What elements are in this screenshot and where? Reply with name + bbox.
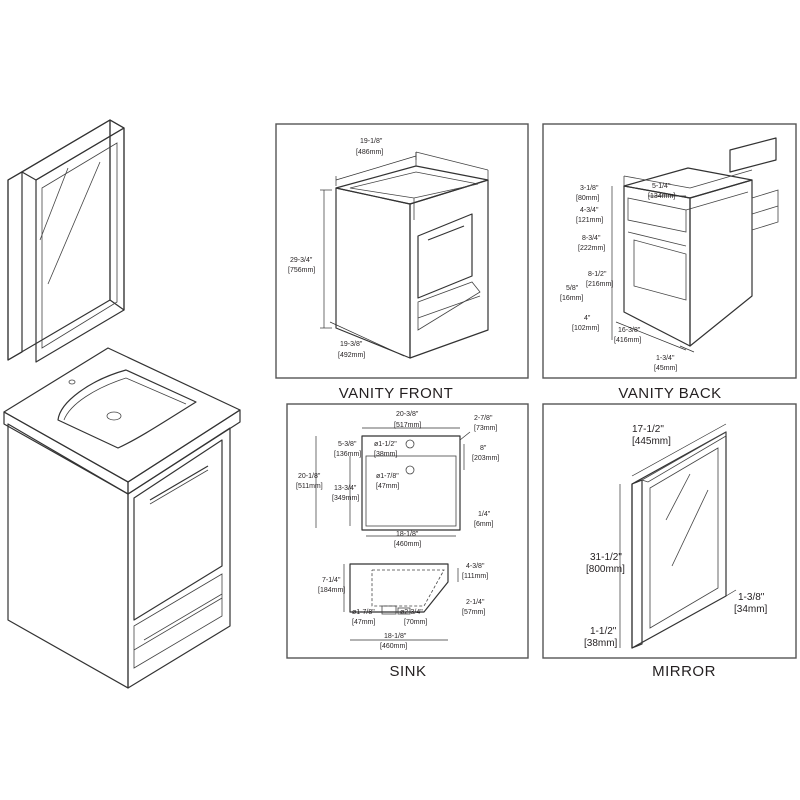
vb-g-in: 4" [584, 315, 591, 322]
iso-vanity [3, 347, 241, 689]
mirror-depth-in: 1-3/8" [738, 592, 765, 603]
sink-sec-basin-mm: [111mm] [462, 573, 488, 580]
sink-basin-w-mm: [460mm] [394, 541, 421, 548]
vb-d-mm: [222mm] [578, 245, 605, 252]
vb-f-in: 5/8" [566, 285, 579, 292]
sink-drain-off-in: 8" [480, 445, 487, 452]
vf-width-mm: [486mm] [356, 149, 383, 156]
sink-rim-in: 1/4" [478, 511, 491, 518]
sink-sec-width-mm: [460mm] [380, 643, 407, 650]
vb-i-mm: [45mm] [654, 365, 677, 372]
vb-b-mm: [121mm] [576, 217, 603, 224]
sink-width-mm: [517mm] [394, 422, 421, 429]
sink-sec-height-in: 7-1/4" [322, 577, 341, 584]
panel-vanity-back: 3-1/8" [80mm] 4-3/4" [121mm] 5-1/4" [134… [542, 123, 797, 379]
sink-sec-width-in: 18-1/8" [384, 633, 407, 640]
mirror-gap-in: 1-1/2" [590, 626, 617, 637]
caption-sink: SINK [389, 663, 426, 680]
vb-a-in: 3-1/8" [580, 185, 599, 192]
mirror-height-in: 31-1/2" [590, 552, 622, 563]
mirror-width-in: 17-1/2" [632, 424, 664, 435]
panel-sink: 20-3/8" [517mm] 2-7/8" [73mm] 5-3/8" [13… [286, 403, 529, 659]
sink-basin-depth-in: 13-3/4" [334, 485, 357, 492]
vb-d-in: 8-3/4" [582, 235, 601, 242]
vf-height-in: 29-3/4" [290, 257, 313, 264]
vb-f-mm: [16mm] [560, 295, 583, 302]
sink-sec-pipe-mm: [70mm] [404, 619, 427, 626]
sink-depth-in: 20-1/8" [298, 473, 321, 480]
caption-vanity-back: VANITY BACK [618, 385, 721, 402]
sink-basin-w-in: 18-1/8" [396, 531, 419, 538]
vb-i-in: 1-3/4" [656, 355, 675, 362]
sink-basin-depth-mm: [349mm] [332, 495, 359, 502]
vb-c-mm: [134mm] [648, 193, 675, 200]
vb-a-mm: [80mm] [576, 195, 599, 202]
vb-b-in: 4-3/4" [580, 207, 599, 214]
vf-height-mm: [756mm] [288, 267, 315, 274]
iso-mirror [7, 119, 125, 363]
mirror-height-mm: [800mm] [586, 564, 625, 575]
sink-drain-off-mm: [203mm] [472, 455, 499, 462]
vf-width-in: 19-1/8" [360, 138, 383, 145]
sink-sec-height-mm: [184mm] [318, 587, 345, 594]
sink-sec-drain-in: ø1-7/8" [352, 609, 375, 616]
vf-depth-mm: [492mm] [338, 352, 365, 359]
sink-width-in: 20-3/8" [396, 411, 419, 418]
vb-g-mm: [102mm] [572, 325, 599, 332]
mirror-width-mm: [445mm] [632, 436, 671, 447]
sink-front-mm: [136mm] [334, 451, 361, 458]
sink-sec-drain-mm: [47mm] [352, 619, 375, 626]
vb-h-in: 16-3/8" [618, 327, 641, 334]
sink-drain-in: ø1-7/8" [376, 473, 399, 480]
vb-h-mm: [416mm] [614, 337, 641, 344]
vb-e-in: 8-1/2" [588, 271, 607, 278]
vb-c-in: 5-1/4" [652, 183, 671, 190]
sink-side-in: 2-7/8" [474, 415, 493, 422]
sink-faucet-in: ø1-1/2" [374, 441, 397, 448]
sink-front-in: 5-3/8" [338, 441, 357, 448]
sink-rim-mm: [6mm] [474, 521, 494, 528]
caption-vanity-front: VANITY FRONT [339, 385, 454, 402]
sink-sec-pipe-in: ø2-3/4" [400, 609, 423, 616]
sink-sec-basin-in: 4-3/8" [466, 563, 485, 570]
panel-vanity-front: 19-1/8" [486mm] 29-3/4" [756mm] 19-3/8" … [275, 123, 529, 379]
sink-side-mm: [73mm] [474, 425, 497, 432]
caption-mirror: MIRROR [652, 663, 716, 680]
mirror-depth-mm: [34mm] [734, 604, 768, 615]
panel-mirror: 17-1/2" [445mm] 31-1/2" [800mm] 1-3/8" [… [542, 403, 797, 659]
sink-sec-drain-h-in: 2-1/4" [466, 599, 485, 606]
vf-depth-in: 19-3/8" [340, 341, 363, 348]
sink-drain-mm: [47mm] [376, 483, 399, 490]
sink-depth-mm: [511mm] [296, 483, 323, 490]
sink-sec-drain-h-mm: [57mm] [462, 609, 485, 616]
vb-e-mm: [216mm] [586, 281, 613, 288]
mirror-gap-mm: [38mm] [584, 638, 618, 649]
sink-faucet-mm: [38mm] [374, 451, 397, 458]
